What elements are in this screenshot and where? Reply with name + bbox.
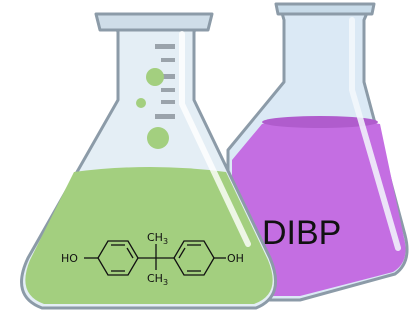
green-flask: HO OH CH3 CH3 <box>20 12 278 310</box>
ring-double-bond <box>178 247 186 259</box>
bubble <box>136 98 146 108</box>
purple-flask-rim <box>274 2 376 16</box>
scale-mark <box>161 100 175 104</box>
scale-mark <box>161 88 175 92</box>
molecule-oh-label: OH <box>227 252 244 265</box>
green-flask-bubbles <box>136 68 169 149</box>
scale-mark <box>161 58 175 62</box>
molecule-bottom-methyl-label: CH3 <box>147 272 168 287</box>
bubble <box>146 68 164 86</box>
scale-mark <box>155 44 175 49</box>
bubble <box>147 127 169 149</box>
green-flask-rim <box>94 12 214 32</box>
molecule-ho-label: HO <box>61 252 78 265</box>
purple-flask-highlight <box>349 17 401 251</box>
scale-mark <box>155 74 175 79</box>
bisphenol-molecule <box>84 240 226 276</box>
green-flask-scale-marks <box>155 44 175 119</box>
molecule-top-methyl-label: CH3 <box>147 231 168 246</box>
purple-flask-label: DIBP <box>262 214 341 252</box>
purple-flask: DIBP <box>226 2 409 302</box>
ring-double-bond <box>126 247 134 259</box>
green-flask-highlight <box>179 31 251 247</box>
green-flask-liquid <box>25 167 273 304</box>
purple-flask-liquid <box>232 118 406 296</box>
purple-flask-liquid-surface <box>262 116 378 128</box>
scale-mark <box>155 114 175 119</box>
